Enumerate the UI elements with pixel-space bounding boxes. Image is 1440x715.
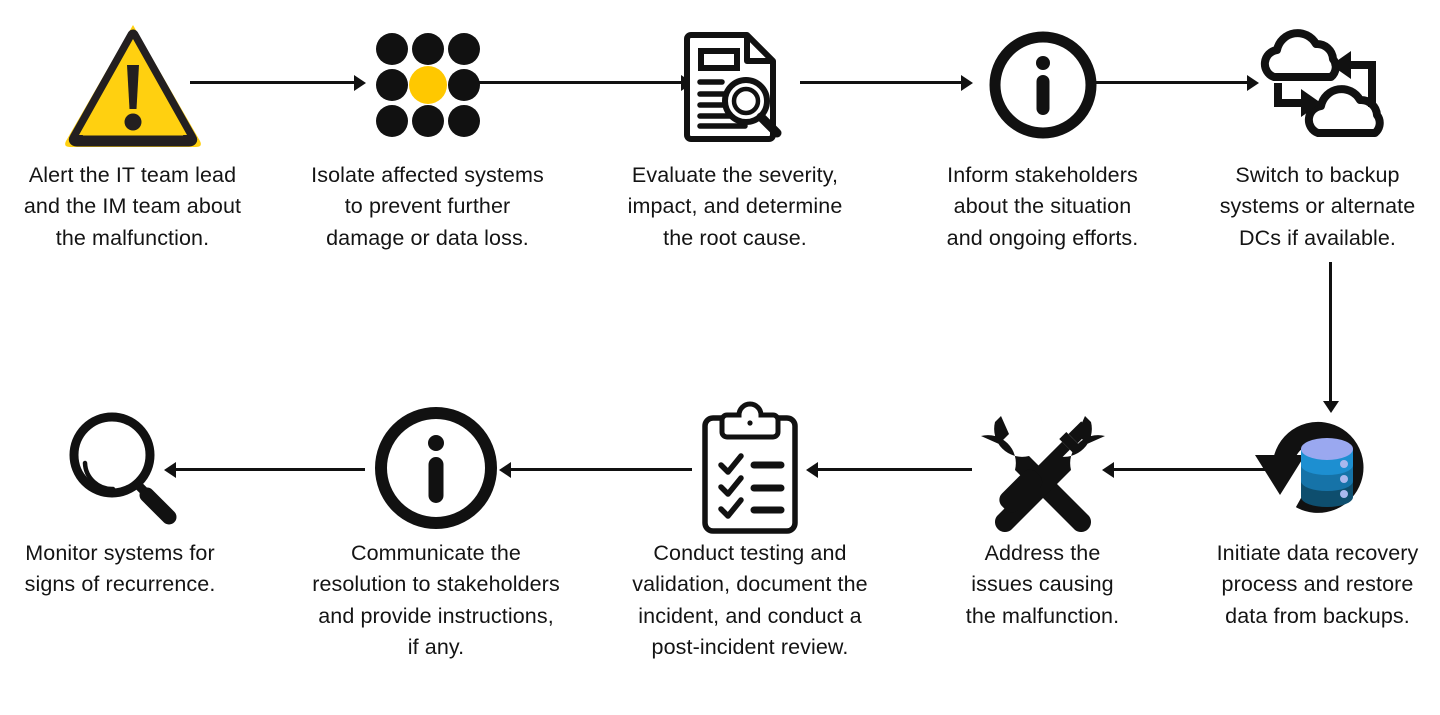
step-address-issues-caption: Address the issues causing the malfuncti… bbox=[965, 541, 1120, 628]
magnifier-icon bbox=[57, 398, 183, 538]
step-evaluate[interactable]: Evaluate the severity, impact, and deter… bbox=[590, 10, 880, 254]
step-data-recovery[interactable]: Initiate data recovery process and resto… bbox=[1195, 398, 1440, 632]
node-grid-icon bbox=[375, 10, 481, 160]
database-restore-icon bbox=[1243, 398, 1393, 538]
step-monitor-caption: Monitor systems for signs of recurrence. bbox=[24, 541, 216, 597]
connector-testing-to-communicate bbox=[510, 468, 692, 471]
connector-communicate-to-monitor bbox=[175, 468, 365, 471]
connector-address-to-testing bbox=[817, 468, 972, 471]
step-alert[interactable]: Alert the IT team lead and the IM team a… bbox=[0, 10, 265, 254]
connector-alert-to-isolate bbox=[190, 81, 355, 84]
step-inform[interactable]: Inform stakeholders about the situation … bbox=[900, 10, 1185, 254]
tools-icon bbox=[977, 398, 1109, 538]
step-address-issues[interactable]: Address the issues causing the malfuncti… bbox=[930, 398, 1155, 632]
step-testing-validation[interactable]: Conduct testing and validation, document… bbox=[600, 398, 900, 664]
step-evaluate-caption: Evaluate the severity, impact, and deter… bbox=[627, 163, 843, 250]
step-testing-validation-caption: Conduct testing and validation, document… bbox=[632, 541, 868, 660]
warning-triangle-icon bbox=[63, 10, 203, 160]
step-monitor[interactable]: Monitor systems for signs of recurrence. bbox=[0, 398, 240, 601]
step-isolate[interactable]: Isolate affected systems to prevent furt… bbox=[285, 10, 570, 254]
connector-switch-to-recovery bbox=[1329, 262, 1332, 402]
connector-inform-to-switch bbox=[1090, 81, 1248, 84]
step-communicate[interactable]: Communicate the resolution to stakeholde… bbox=[290, 398, 582, 664]
info-circle-icon bbox=[373, 398, 499, 538]
step-isolate-caption: Isolate affected systems to prevent furt… bbox=[311, 163, 544, 250]
info-circle-icon bbox=[988, 10, 1098, 160]
document-search-icon bbox=[683, 10, 787, 160]
step-switch-backup-caption: Switch to backup systems or alternate DC… bbox=[1219, 163, 1416, 250]
step-switch-backup[interactable]: Switch to backup systems or alternate DC… bbox=[1195, 10, 1440, 254]
connector-evaluate-to-inform bbox=[800, 81, 962, 84]
step-inform-caption: Inform stakeholders about the situation … bbox=[946, 163, 1139, 250]
clipboard-checklist-icon bbox=[697, 398, 803, 538]
cloud-sync-icon bbox=[1252, 10, 1384, 160]
connector-isolate-to-evaluate bbox=[460, 81, 682, 84]
connector-recovery-to-address bbox=[1113, 468, 1265, 471]
step-data-recovery-caption: Initiate data recovery process and resto… bbox=[1216, 541, 1419, 628]
step-alert-caption: Alert the IT team lead and the IM team a… bbox=[23, 163, 242, 250]
step-communicate-caption: Communicate the resolution to stakeholde… bbox=[312, 541, 560, 660]
